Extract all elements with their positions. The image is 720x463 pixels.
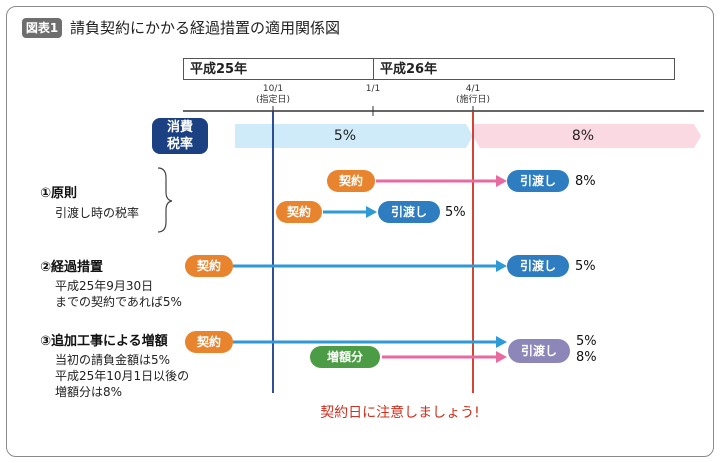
case1-arrow-late-head	[496, 175, 507, 187]
case3-increase: 増額分	[310, 346, 380, 368]
case1-contract-late: 契約	[327, 170, 375, 192]
case3-rate1: 5%	[576, 334, 597, 349]
case1-note: 引渡し時の税率	[55, 206, 140, 220]
date-label: 10/1	[262, 84, 284, 94]
case1-rate-late: 8%	[575, 174, 596, 189]
warning-text: 契約日に注意しましょう!	[320, 405, 480, 421]
case1-rate-early: 5%	[445, 205, 466, 220]
case1-brace	[157, 167, 173, 233]
case1-contract-early: 契約	[276, 201, 322, 223]
figure-frame	[6, 6, 714, 457]
date-mark-10-1: 10/1 (指定日)	[243, 84, 303, 106]
badge-line1: 消費	[166, 120, 193, 135]
rate-band-5	[235, 124, 473, 148]
case3-delivery: 引渡し	[508, 339, 570, 363]
rate-band-8	[473, 124, 701, 148]
rate-before: 5%	[333, 128, 357, 144]
case3-contract: 契約	[185, 331, 233, 353]
year-box-h25: 平成25年	[183, 58, 374, 80]
case3-title: ③追加工事による増額	[40, 334, 168, 349]
case3-note-line3: 増額分は8%	[55, 385, 123, 399]
date-mark-4-1: 4/1 (施行日)	[443, 84, 503, 106]
case2-contract: 契約	[185, 255, 233, 277]
case1-arrow-early-head	[366, 206, 377, 218]
case2-rate: 5%	[575, 259, 596, 274]
case3-arrow-increase-head	[496, 351, 507, 363]
case2-delivery: 引渡し	[507, 255, 569, 277]
case3-arrow-original-head	[496, 336, 507, 348]
case2-note-line2: までの契約であれば5%	[55, 295, 182, 309]
date-note: (指定日)	[255, 95, 291, 105]
case3-note-line2: 平成25年10月1日以後の	[55, 369, 190, 383]
date-note: (施行日)	[455, 95, 491, 105]
case3-note-line1: 当初の請負金額は5%	[55, 353, 171, 367]
tax-rate-badge: 消費 税率	[152, 118, 208, 154]
rate-after: 8%	[571, 128, 595, 144]
date-label: 1/1	[365, 84, 381, 94]
case1-delivery-late: 引渡し	[507, 170, 569, 192]
case2-arrow-head	[496, 260, 507, 272]
figure-title: 請負契約にかかる経過措置の適用関係図	[70, 19, 341, 37]
case3-rate2: 8%	[576, 350, 597, 365]
case2-note-line1: 平成25年9月30日	[55, 279, 154, 293]
case1-title: ①原則	[40, 186, 78, 201]
badge-line2: 税率	[166, 137, 193, 152]
date-mark-1-1: 1/1	[343, 84, 403, 95]
figure-tag: 図表1	[22, 18, 62, 38]
case2-title: ②経過措置	[40, 260, 104, 275]
date-label: 4/1	[465, 84, 481, 94]
year-box-h26: 平成26年	[373, 58, 675, 80]
case1-delivery-early: 引渡し	[378, 201, 440, 223]
